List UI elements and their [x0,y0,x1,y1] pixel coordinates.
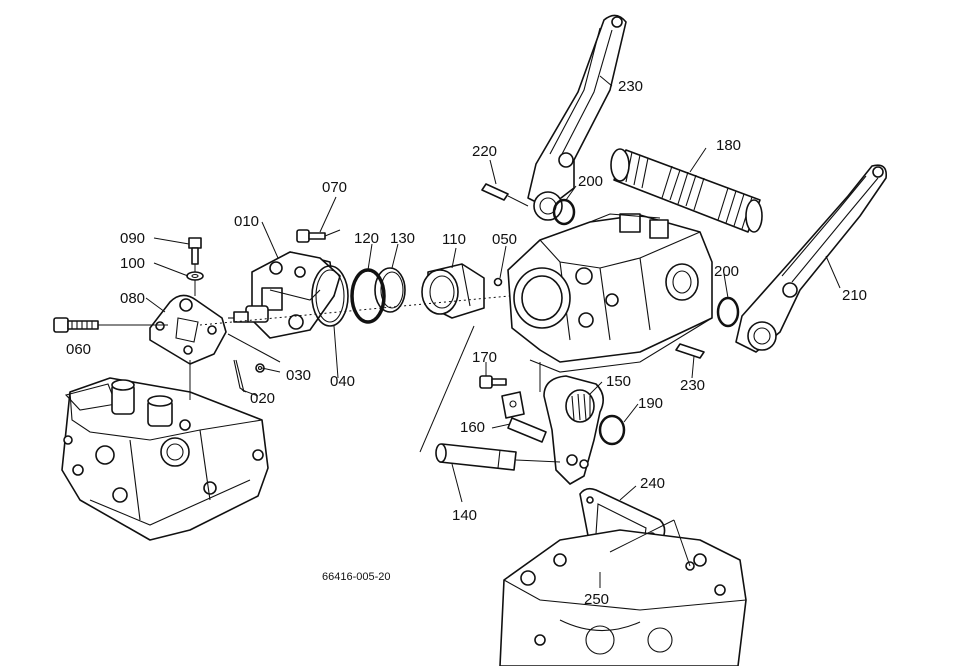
part-100-washer [186,271,204,281]
part-040-o-ring [311,265,349,327]
part-230-pin-upper [481,183,529,207]
left-housing-casting [61,377,269,541]
part-200-collar-right [716,296,740,328]
part-050-ball [493,277,503,287]
part-160-shaft [501,391,547,443]
callout-230-right: 230 [680,377,705,394]
callout-200-upper: 200 [578,173,603,190]
callout-120: 120 [354,230,379,247]
callout-010: 010 [234,213,259,230]
callout-220: 230 [618,78,643,95]
callout-250: 250 [584,591,609,608]
part-020-pin [233,359,247,393]
callout-240: 240 [640,475,665,492]
callout-100: 100 [120,255,145,272]
callout-110: 110 [442,231,466,248]
callout-labels: 090 100 080 060 010 070 120 130 110 050 … [66,78,867,608]
callout-210: 210 [842,287,867,304]
callout-190: 190 [638,395,663,412]
leader-lines [145,75,841,588]
part-140-rod [435,443,561,471]
part-010-valve-body [228,251,341,339]
drawing-code: 66416-005-20 [322,571,391,583]
part-190-snap-ring [598,414,626,446]
part-150-lever [543,375,604,485]
callout-070: 070 [322,179,347,196]
callout-130: 130 [390,230,415,247]
callout-040: 040 [330,373,355,390]
callout-060: 060 [66,341,91,358]
callout-150: 150 [606,373,631,390]
part-090-bolt [188,237,202,296]
callout-170: 170 [472,349,497,366]
part-060-bolt [53,317,168,333]
callout-230-upper: 220 [472,143,497,160]
center-lift-housing [507,213,713,373]
part-110-cylinder [421,263,485,319]
callout-140: 140 [452,507,477,524]
part-130-ring [374,267,406,313]
part-120-ring [350,268,386,324]
callout-160: 160 [460,419,485,436]
part-200-collar-upper [552,198,576,226]
part-080-bracket [149,294,227,400]
callout-020: 020 [250,390,275,407]
callout-180: 180 [716,137,741,154]
part-210-lift-arm [735,164,888,353]
part-220-lift-arm [527,14,627,221]
part-170-bolt [479,375,507,389]
lower-transmission-case [499,529,747,666]
callout-090: 090 [120,230,145,247]
part-180-shaft [610,148,763,233]
part-230-pin-right [675,343,705,359]
callout-080: 080 [120,290,145,307]
callout-030: 030 [286,367,311,384]
callout-050: 050 [492,231,517,248]
part-070-bolt [296,229,341,243]
callout-200-right: 200 [714,263,739,280]
